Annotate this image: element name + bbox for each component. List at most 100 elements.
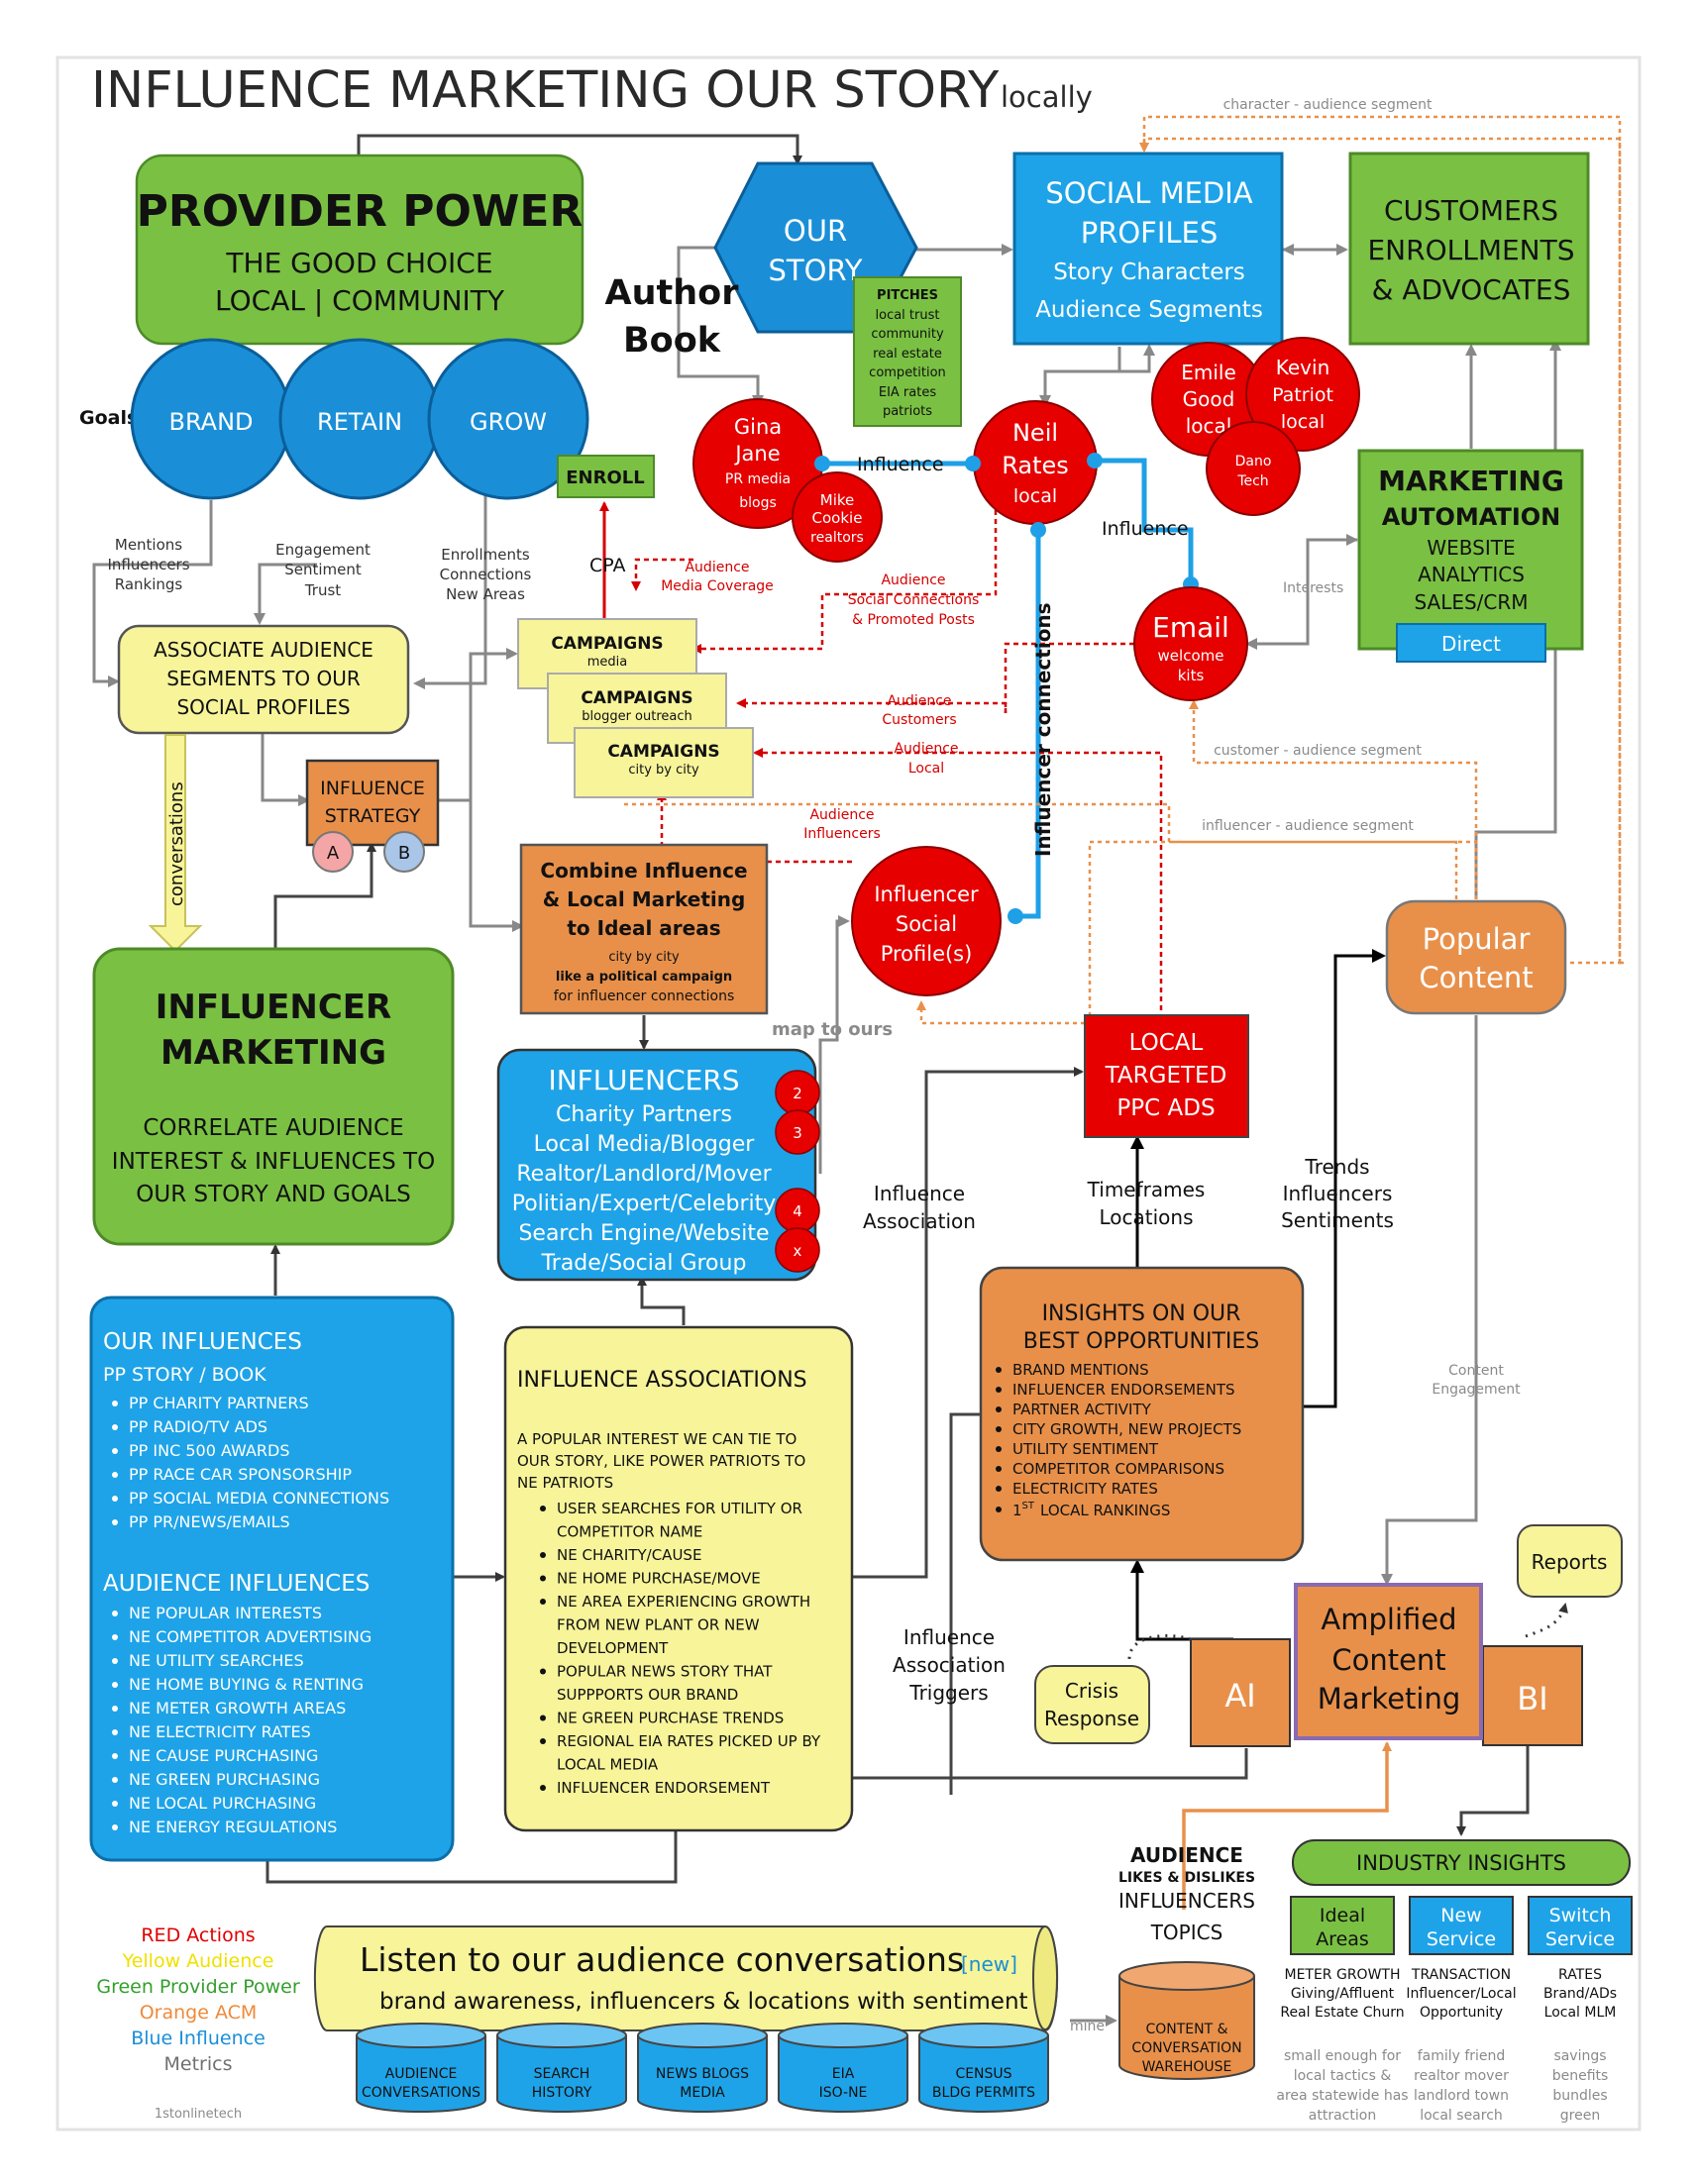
association-item: REGIONAL EIA RATES PICKED UP BY bbox=[557, 1732, 821, 1750]
bi-label: BI bbox=[1517, 1680, 1547, 1717]
character-neil: Neil Rates local bbox=[973, 400, 1098, 525]
influence-strategy-box: INFLUENCE STRATEGY A B bbox=[305, 759, 440, 873]
aud-customers-1: Audience bbox=[887, 693, 951, 709]
list-bullet bbox=[112, 1706, 118, 1712]
neil-line3: local bbox=[1013, 485, 1057, 507]
grow-note-1: Enrollments bbox=[441, 546, 530, 564]
mike-line2: Cookie bbox=[812, 509, 863, 527]
ppc-line3: PPC ADS bbox=[1116, 1095, 1215, 1121]
insight-item: CITY GROWTH, NEW PROJECTS bbox=[1012, 1420, 1241, 1438]
our-influence-item: PP INC 500 AWARDS bbox=[129, 1441, 290, 1460]
association-item: USER SEARCHES FOR UTILITY OR bbox=[557, 1500, 802, 1517]
industry-metric: METER GROWTH bbox=[1284, 1967, 1400, 1983]
provider-power-line2: LOCAL | COMMUNITY bbox=[215, 284, 505, 317]
ppc-line1: LOCAL bbox=[1129, 1030, 1204, 1056]
industry-head-line1: Switch bbox=[1549, 1905, 1612, 1926]
triggers-label-2: Association bbox=[893, 1653, 1006, 1677]
list-bullet bbox=[996, 1406, 1002, 1412]
list-bullet bbox=[112, 1611, 118, 1616]
pitch-3: real estate bbox=[873, 347, 942, 362]
strategy-a-label: A bbox=[327, 843, 340, 864]
campaign-1-title: CAMPAIGNS bbox=[551, 634, 663, 654]
audience-influence-item: NE LOCAL PURCHASING bbox=[129, 1794, 316, 1813]
our-influence-item: PP RADIO/TV ADS bbox=[129, 1417, 267, 1436]
campaign-3-title: CAMPAIGNS bbox=[607, 742, 719, 762]
flow-labels: Influence Association Timeframes Locatio… bbox=[863, 1155, 1521, 1705]
influencer-marketing-box: INFLUENCER MARKETING CORRELATE AUDIENCE … bbox=[92, 947, 455, 1246]
marketing-automation-box: MARKETING AUTOMATION WEBSITE ANALYTICS S… bbox=[1357, 449, 1584, 663]
audience-influence-item: NE POPULAR INTERESTS bbox=[129, 1604, 322, 1622]
data-source-line2: ISO-NE bbox=[819, 2085, 868, 2101]
industry-metric: Opportunity bbox=[1420, 2005, 1503, 2021]
our-story-line2: STORY bbox=[769, 254, 863, 287]
combine-line4: city by city bbox=[608, 950, 680, 965]
emile-line2: Good bbox=[1183, 387, 1235, 411]
industry-metric: TRANSACTION bbox=[1411, 1967, 1511, 1983]
provider-power-box: PROVIDER POWER THE GOOD CHOICE LOCAL | C… bbox=[135, 154, 584, 346]
data-source-line1: CENSUS bbox=[955, 2066, 1011, 2082]
customers-line3: & ADVOCATES bbox=[1372, 273, 1571, 306]
brand-note-3: Rankings bbox=[115, 575, 183, 593]
customer-segment-label: customer - audience segment bbox=[1214, 743, 1422, 759]
audience-influence-item: NE ELECTRICITY RATES bbox=[129, 1722, 311, 1741]
listen-banner: Listen to our audience conversations [ne… bbox=[313, 1925, 1059, 2031]
ma-line5: SALES/CRM bbox=[1414, 590, 1528, 614]
goal-retain: RETAIN bbox=[278, 338, 441, 500]
industry-metric: Real Estate Churn bbox=[1280, 2005, 1404, 2021]
combine-line1: Combine Influence bbox=[540, 859, 747, 883]
list-bullet bbox=[540, 1599, 546, 1605]
list-bullet bbox=[112, 1777, 118, 1783]
list-bullet bbox=[112, 1801, 118, 1807]
association-item: COMPETITOR NAME bbox=[557, 1523, 702, 1541]
goal-brand-label: BRAND bbox=[168, 408, 253, 436]
aud-media-1: Audience bbox=[685, 560, 749, 575]
list-bullet bbox=[540, 1506, 546, 1511]
conversations-arrow: conversations bbox=[148, 734, 203, 953]
association-item: NE CHARITY/CAUSE bbox=[557, 1546, 701, 1564]
combine-line3: to Ideal areas bbox=[567, 916, 720, 940]
aud-social-2: Social Connections bbox=[848, 592, 979, 608]
connectors bbox=[92, 115, 1625, 2027]
dano-line1: Dano bbox=[1235, 454, 1272, 469]
connector-dot bbox=[814, 456, 830, 471]
dano-line2: Tech bbox=[1236, 473, 1268, 489]
legend-entry: Green Provider Power bbox=[96, 1976, 299, 1998]
brand-note-2: Influencers bbox=[107, 556, 189, 573]
audience-influence-item: NE COMPETITOR ADVERTISING bbox=[129, 1627, 372, 1646]
industry-metric: RATES bbox=[1558, 1967, 1602, 1983]
badge-2-label: 2 bbox=[793, 1085, 802, 1102]
data-source-line2: CONVERSATIONS bbox=[362, 2085, 480, 2101]
list-bullet bbox=[540, 1668, 546, 1675]
campaign-3-sub: city by city bbox=[628, 763, 699, 778]
mine-label: mine bbox=[1070, 2019, 1105, 2034]
association-item: FROM NEW PLANT OR NEW bbox=[557, 1616, 760, 1634]
influencer-item-2: Local Media/Blogger bbox=[534, 1132, 756, 1157]
goal-retain-label: RETAIN bbox=[317, 408, 402, 436]
industry-note: bundles bbox=[1552, 2088, 1607, 2104]
likes-line1: AUDIENCE bbox=[1130, 1843, 1243, 1867]
data-source-line2: HISTORY bbox=[532, 2085, 592, 2101]
connector-dot bbox=[1008, 908, 1023, 924]
grow-note-2: Connections bbox=[440, 566, 532, 583]
enroll-label: ENROLL bbox=[566, 468, 644, 488]
map-to-ours-label: map to ours bbox=[772, 1019, 893, 1040]
influencer-item-6: Trade/Social Group bbox=[541, 1251, 747, 1276]
legend-entry: Metrics bbox=[164, 2053, 233, 2075]
trends-label-1: Trends bbox=[1304, 1155, 1369, 1179]
listen-title: Listen to our audience conversations bbox=[360, 1940, 964, 1979]
list-bullet bbox=[996, 1367, 1002, 1373]
email-line1: welcome bbox=[1158, 647, 1224, 665]
audience-influence-item: NE METER GROWTH AREAS bbox=[129, 1699, 346, 1717]
ia-label-2: Association bbox=[863, 1209, 976, 1233]
influencers-title: INFLUENCERS bbox=[548, 1064, 739, 1096]
list-bullet bbox=[112, 1472, 118, 1478]
grow-note-3: New Areas bbox=[446, 585, 525, 603]
insights-bullet bbox=[996, 1507, 1002, 1512]
industry-head-line2: Areas bbox=[1316, 1928, 1369, 1950]
association-item: POPULAR NEWS STORY THAT bbox=[557, 1663, 773, 1681]
gina-line4: blogs bbox=[739, 495, 777, 511]
our-influence-item: PP RACE CAR SPONSORSHIP bbox=[129, 1465, 352, 1484]
